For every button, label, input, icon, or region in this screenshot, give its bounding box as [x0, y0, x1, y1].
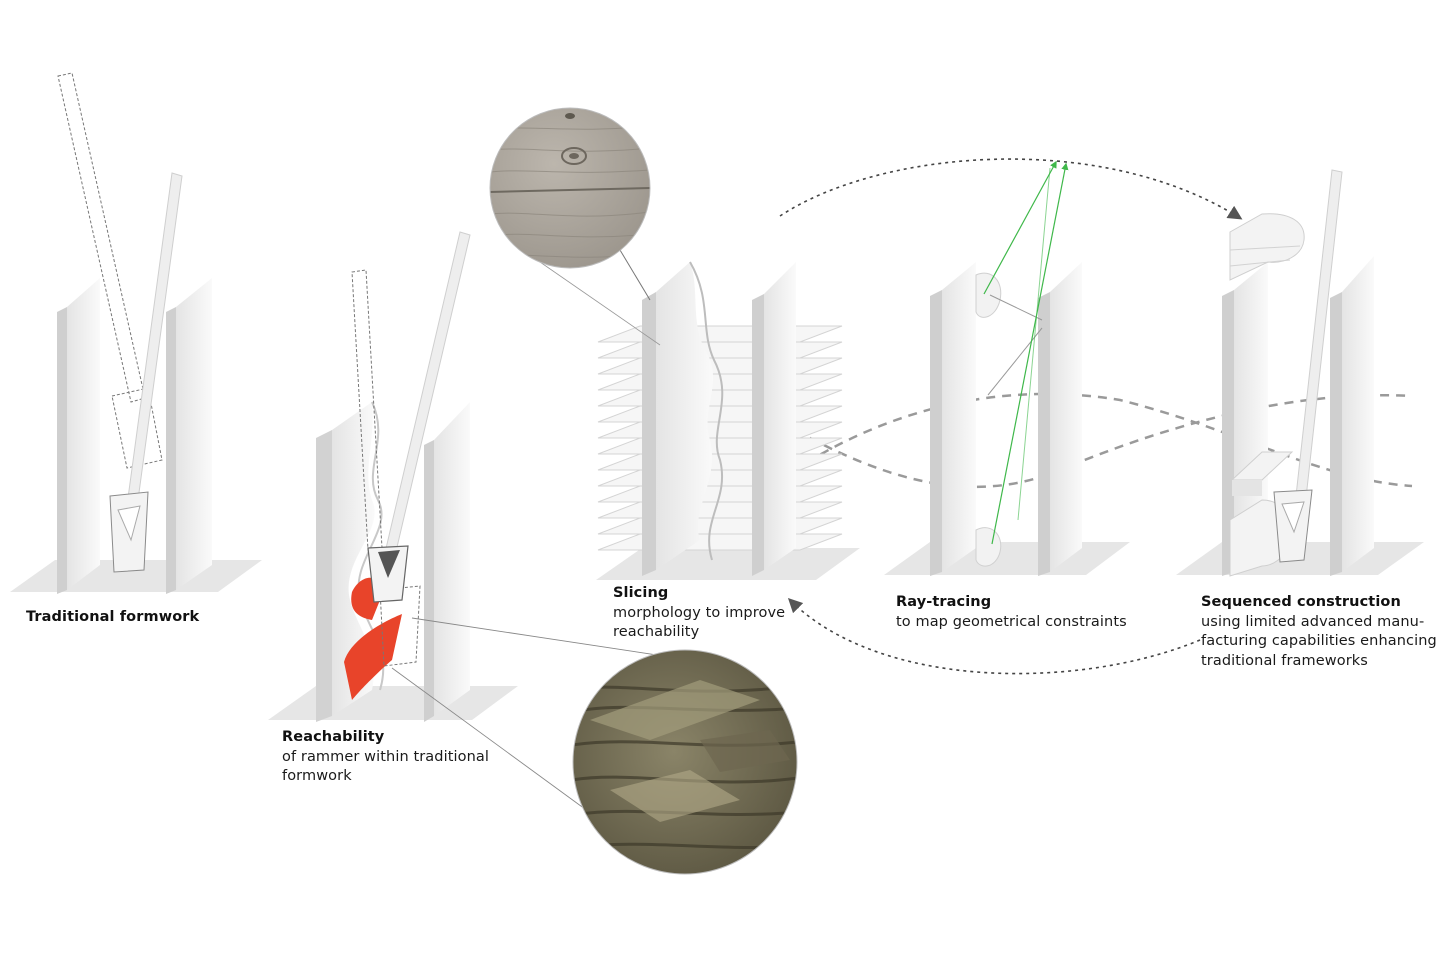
ray	[983, 160, 1057, 295]
ground-plate	[268, 686, 518, 720]
block-edge	[1229, 245, 1301, 251]
caption-title: Reachability	[282, 729, 385, 745]
caption-slicing: Slicing morphology to improve reachabili…	[613, 584, 785, 643]
profile-cylinder	[975, 527, 1002, 567]
caption-sequenced-construction: Sequenced construction using limited adv…	[1201, 593, 1437, 671]
unreachable-zone	[344, 614, 402, 700]
formwork-panel	[1342, 256, 1374, 572]
reachability-model	[268, 231, 518, 722]
formwork-panel	[942, 262, 976, 572]
formwork-panel	[1038, 292, 1050, 576]
caption-traditional-formwork: Traditional formwork	[26, 608, 199, 628]
formwork-panel	[176, 278, 212, 590]
caption-title: Traditional formwork	[26, 609, 200, 625]
constraint-line	[987, 327, 1043, 396]
formwork-panel	[764, 262, 796, 570]
rammer-head-tip	[117, 505, 141, 542]
formwork-panel	[434, 402, 470, 716]
ray-tracing-model	[884, 160, 1130, 576]
formwork-panel	[57, 307, 67, 594]
caption-description: morphology to improve reachability	[613, 604, 786, 641]
formwork-panel	[1050, 262, 1082, 572]
rammer-head-tip	[378, 550, 400, 578]
caption-description: of rammer within traditional formwork	[282, 748, 490, 785]
sequenced-construction-model	[1176, 169, 1424, 577]
rammer-ghost-head	[379, 585, 421, 667]
constraint-line	[989, 294, 1043, 321]
horizontal-slices	[597, 325, 843, 551]
ground-plate	[884, 542, 1130, 575]
formwork-panel-shaped	[656, 262, 714, 570]
callout-leader	[539, 261, 661, 346]
slicing-model	[539, 249, 860, 580]
block-edge	[1229, 259, 1291, 267]
ground-plate	[596, 548, 860, 580]
caption-title: Slicing	[613, 585, 669, 601]
ledge	[1232, 480, 1262, 496]
rammer-head-tip	[1281, 501, 1305, 534]
caption-title: Ray-tracing	[896, 594, 992, 610]
traditional-formwork-model	[10, 72, 262, 594]
ray	[1017, 167, 1051, 521]
formwork-panel	[316, 430, 332, 722]
formwork-panel	[67, 278, 100, 590]
formwork-panel	[752, 294, 764, 576]
caption-reachability: Reachability of rammer within traditiona…	[282, 728, 489, 787]
formwork-panel	[424, 440, 434, 722]
formwork-panel	[1330, 292, 1342, 576]
caption-ray-tracing: Ray-tracing to map geometrical constrain…	[896, 593, 1127, 632]
caption-description: using limited advanced manu- facturing c…	[1201, 613, 1437, 669]
callout-leader	[391, 667, 601, 821]
formwork-panel	[642, 292, 656, 576]
arrow-slicing-to-sequenced	[779, 158, 1243, 220]
wood-texture-photo	[489, 107, 651, 269]
caption-description: to map geometrical constraints	[896, 613, 1127, 630]
callout-leader	[411, 617, 691, 661]
formwork-panel	[166, 307, 176, 594]
callout-leader	[619, 249, 651, 301]
rammed-earth-photo	[572, 649, 798, 875]
ray	[991, 162, 1069, 545]
formwork-panel	[930, 290, 942, 576]
profile-cylinder	[975, 272, 1002, 318]
wave-profile	[689, 261, 724, 561]
caption-title: Sequenced construction	[1201, 594, 1401, 610]
formwork-panel	[1222, 290, 1234, 576]
lifted-block	[1229, 213, 1305, 281]
rammer-ghost-head	[111, 387, 163, 469]
arrow-sequenced-to-slicing	[787, 597, 1201, 675]
